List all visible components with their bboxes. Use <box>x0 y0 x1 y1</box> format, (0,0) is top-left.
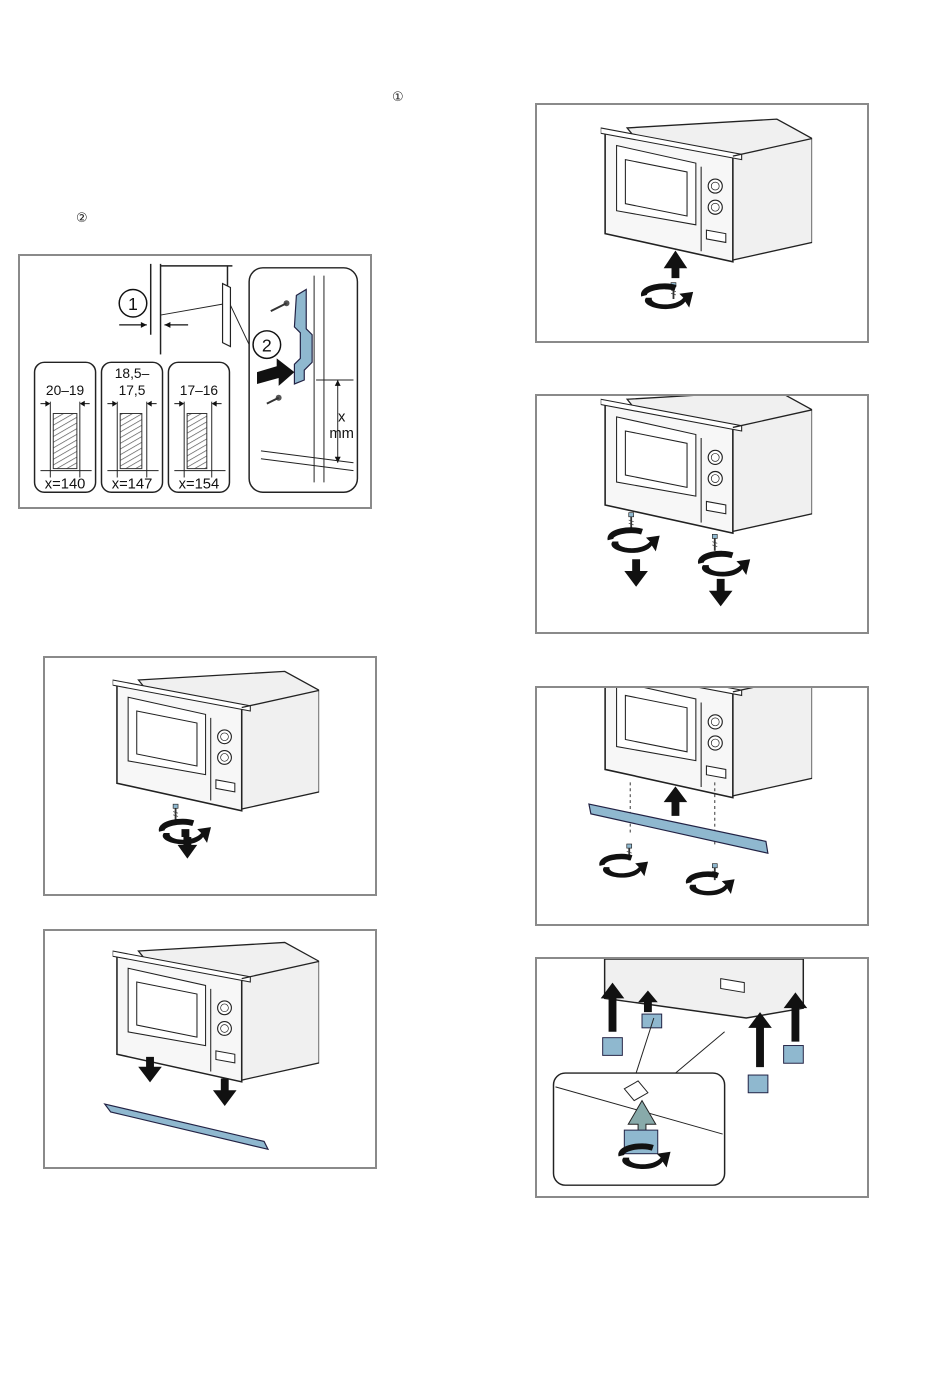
dimension-x-label: x <box>338 409 346 425</box>
microwave-illustration <box>537 688 867 924</box>
microwave-illustration <box>45 658 375 894</box>
arrow-up-icon <box>664 251 688 279</box>
arrow-up-icon <box>664 786 688 816</box>
thickness-panel-a: 20–19 x=140 <box>35 362 96 492</box>
feet-illustration <box>537 959 867 1196</box>
svg-text:20–19: 20–19 <box>46 383 84 398</box>
arrow-down-icon <box>213 1079 237 1107</box>
figure-lift-screw-center <box>535 103 869 343</box>
callout-2-label: 2 <box>262 335 272 355</box>
svg-text:x=147: x=147 <box>112 476 153 492</box>
mounting-diagram: 1 20–19 x=140 18,5– 17,5 x=147 <box>20 256 370 507</box>
microwave-illustration <box>537 105 867 341</box>
svg-text:17–16: 17–16 <box>180 383 219 398</box>
figure-adjust-feet <box>535 957 869 1198</box>
bracket-detail: 2 x mm <box>249 268 357 492</box>
thickness-panel-b: 18,5– 17,5 x=147 <box>101 362 162 492</box>
callout-1-label: 1 <box>128 294 138 314</box>
step-marker-2: ② <box>76 212 88 226</box>
figure-remove-screws-pair <box>535 394 869 634</box>
arrow-down-icon <box>709 579 733 607</box>
figure-remove-bottom-rail <box>43 929 377 1169</box>
step-marker-1: ① <box>392 91 404 105</box>
bottom-rail <box>105 1104 268 1149</box>
svg-text:17,5: 17,5 <box>119 383 146 398</box>
figure-remove-screw-front <box>43 656 377 896</box>
arrow-down-icon <box>624 559 648 587</box>
microwave-illustration <box>537 396 867 632</box>
figure-attach-bottom-rail <box>535 686 869 926</box>
svg-text:x=140: x=140 <box>45 476 86 492</box>
dimension-unit-label: mm <box>329 426 354 442</box>
svg-text:x=154: x=154 <box>179 476 220 492</box>
microwave-illustration <box>45 931 375 1167</box>
thickness-panel-c: 17–16 x=154 <box>168 362 229 492</box>
figure-mounting-bracket: 1 20–19 x=140 18,5– 17,5 x=147 <box>18 254 372 509</box>
svg-text:18,5–: 18,5– <box>115 366 150 381</box>
